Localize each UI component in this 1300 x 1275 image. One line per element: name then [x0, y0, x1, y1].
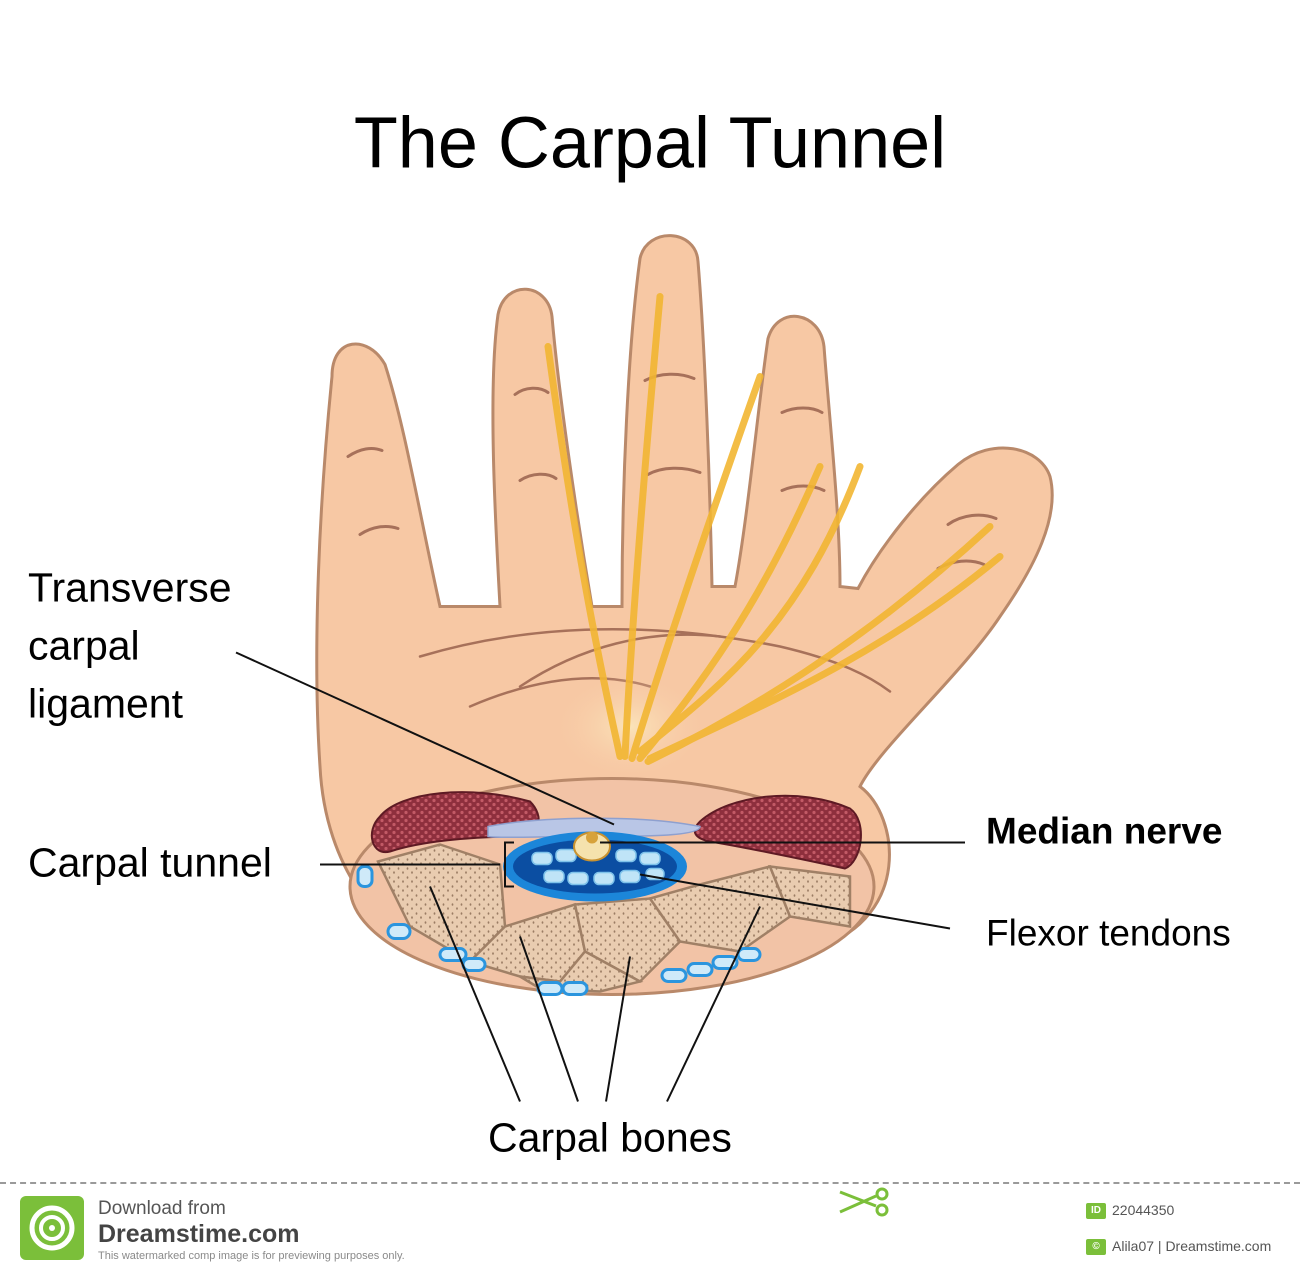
author-credit: Alila07 | Dreamstime.com [1112, 1238, 1272, 1254]
label-flexor-tendons: Flexor tendons [986, 913, 1231, 954]
diagram-title: The Carpal Tunnel [354, 104, 946, 184]
finger-creases [346, 372, 998, 570]
watermark-note: This watermarked comp image is for previ… [98, 1250, 405, 1262]
scissors-icon [839, 1187, 889, 1217]
download-from-text: Download from [98, 1198, 226, 1219]
image-id: 22044350 [1112, 1202, 1175, 1218]
id-badge: ID [1086, 1203, 1106, 1219]
label-transverse-line1: Transverse [28, 565, 232, 611]
label-carpal-tunnel: Carpal tunnel [28, 840, 272, 886]
copyright-badge: © [1086, 1239, 1106, 1255]
vessels [356, 865, 762, 996]
stock-footer: Download from Dreamstime.com This waterm… [0, 1182, 1300, 1275]
label-carpal-bones: Carpal bones [488, 1115, 732, 1161]
label-transverse-line2: carpal [28, 623, 140, 669]
label-median-nerve: Median nerve [986, 811, 1222, 852]
transverse-ligament [487, 817, 701, 839]
dashed-divider [0, 1182, 1300, 1184]
leader-lines [235, 651, 965, 1102]
dreamstime-logo-icon [20, 1196, 84, 1260]
brand-link[interactable]: Dreamstime.com [98, 1220, 300, 1248]
muscle-right [693, 794, 862, 870]
carpal-bones [376, 843, 852, 993]
nerve-branches [544, 293, 1004, 765]
median-nerve-core [586, 831, 598, 844]
label-transverse-line3: ligament [28, 681, 184, 727]
